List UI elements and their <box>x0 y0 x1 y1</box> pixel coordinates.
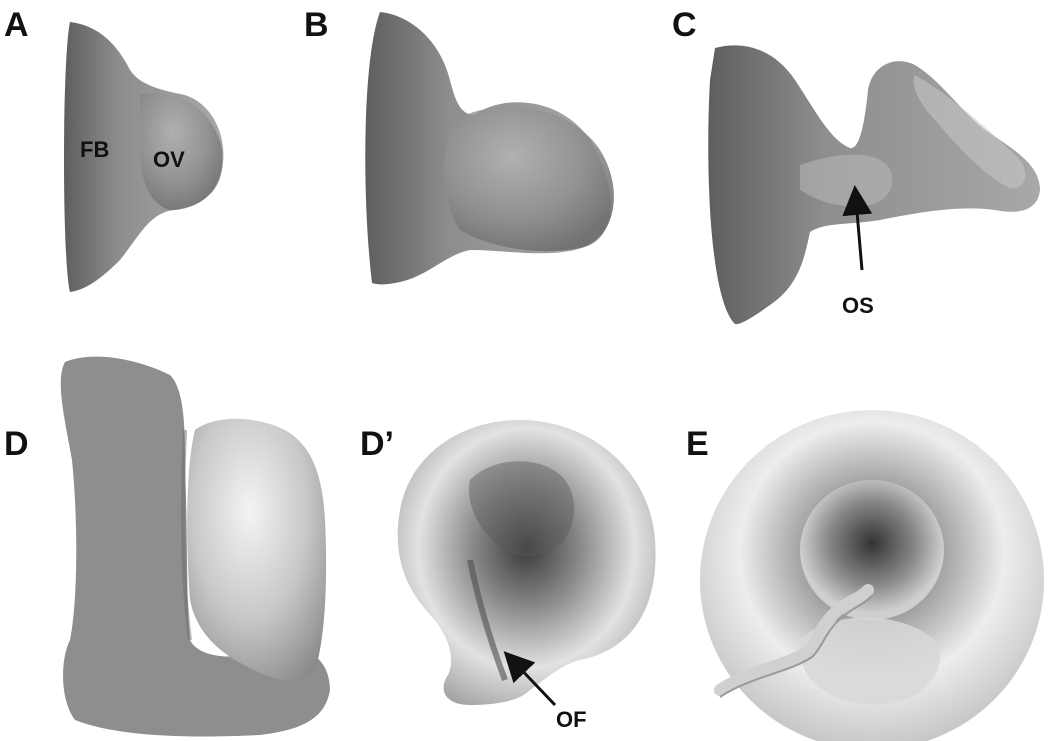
forebrain-shape-d <box>60 356 330 737</box>
label-ov: OV <box>153 147 185 172</box>
fold-shadow-d <box>181 429 192 641</box>
optic-cup-inner <box>469 461 575 557</box>
optic-cup-rim-c <box>913 75 1026 189</box>
optic-cup-e-hole <box>800 480 944 620</box>
optic-cup-d <box>187 418 327 681</box>
optic-vesicle-b <box>444 106 614 252</box>
optic-vesicle-bulge <box>140 92 223 210</box>
optic-cup-d-prime <box>397 420 656 705</box>
panel-e: E <box>686 410 1044 741</box>
label-fb: FB <box>80 137 109 162</box>
label-of: OF <box>556 707 587 732</box>
panel-a: A FB OV <box>4 6 224 292</box>
panel-label-d-prime: D’ <box>360 425 394 463</box>
optic-nerve-e-edge <box>719 595 873 698</box>
panel-label-a: A <box>4 6 29 44</box>
panel-c: C OS <box>672 6 1040 325</box>
lens-region-e <box>799 617 940 705</box>
panel-b: B <box>304 6 614 285</box>
panel-d-prime: D’ OF <box>360 420 656 732</box>
panel-label-e: E <box>686 425 709 463</box>
panel-d: D <box>4 356 330 737</box>
panel-label-d: D <box>4 425 29 463</box>
panel-label-b: B <box>304 6 329 44</box>
label-os: OS <box>842 293 874 318</box>
os-arrow <box>842 185 873 271</box>
of-arrow <box>503 651 557 707</box>
optic-fissure <box>467 559 508 682</box>
panel-label-c: C <box>672 6 697 44</box>
optic-nerve-e <box>714 584 874 696</box>
